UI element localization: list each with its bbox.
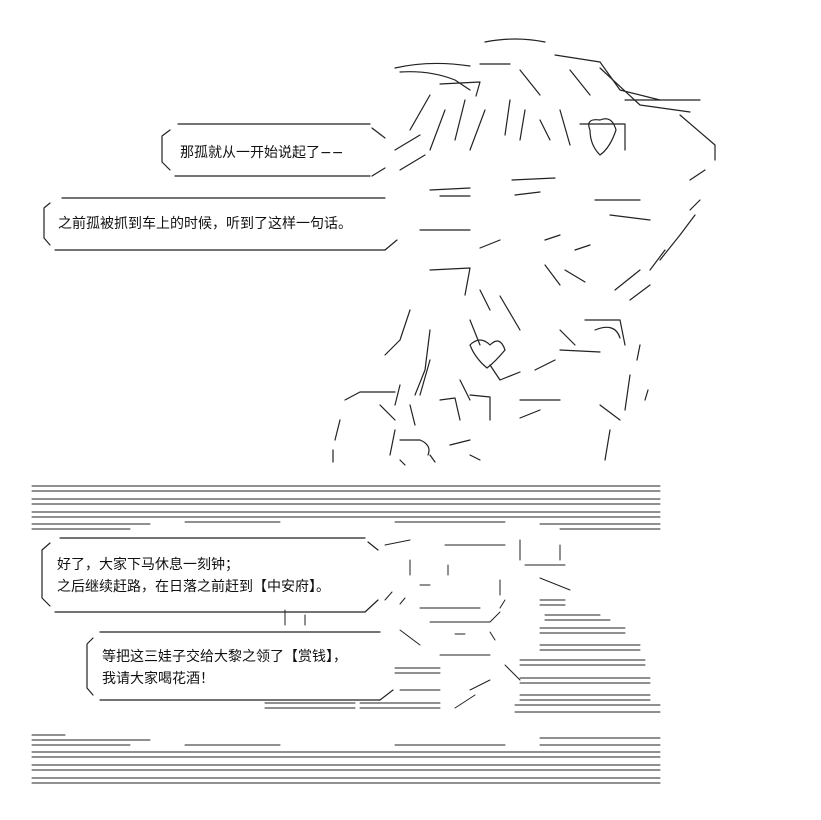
bubble-3-line-1: 好了，大家下马休息一刻钟；	[57, 557, 239, 573]
bubble-4-line-2: 我请大家喝花酒！	[102, 671, 214, 687]
bubble-3-text: 好了，大家下马休息一刻钟； 之后继续赶路，在日落之前赶到【中安府】。	[57, 556, 330, 596]
bubble-1-line-1: 那孤就从一开始说起了−−	[180, 145, 344, 161]
bubble-4-text: 等把这三娃子交给大黎之领了【赏钱】， 我请大家喝花酒！	[102, 648, 347, 688]
character-figure	[332, 38, 716, 466]
speech-bubble-1	[161, 123, 386, 177]
cart-scene	[31, 485, 661, 784]
bubble-2-text: 之前孤被抓到车上的时候，听到了这样一句话。	[58, 215, 352, 233]
bubble-1-text: 那孤就从一开始说起了−−	[180, 144, 343, 162]
bubble-4-line-1: 等把这三娃子交给大黎之领了【赏钱】，	[102, 649, 347, 665]
speech-bubble-2	[43, 197, 398, 251]
speech-bubble-4	[86, 631, 394, 701]
bubble-2-line-1: 之前孤被抓到车上的时候，听到了这样一句话。	[58, 216, 352, 232]
speech-bubble-3	[41, 537, 379, 613]
bubble-3-line-2: 之后继续赶路，在日落之前赶到【中安府】。	[57, 579, 330, 595]
